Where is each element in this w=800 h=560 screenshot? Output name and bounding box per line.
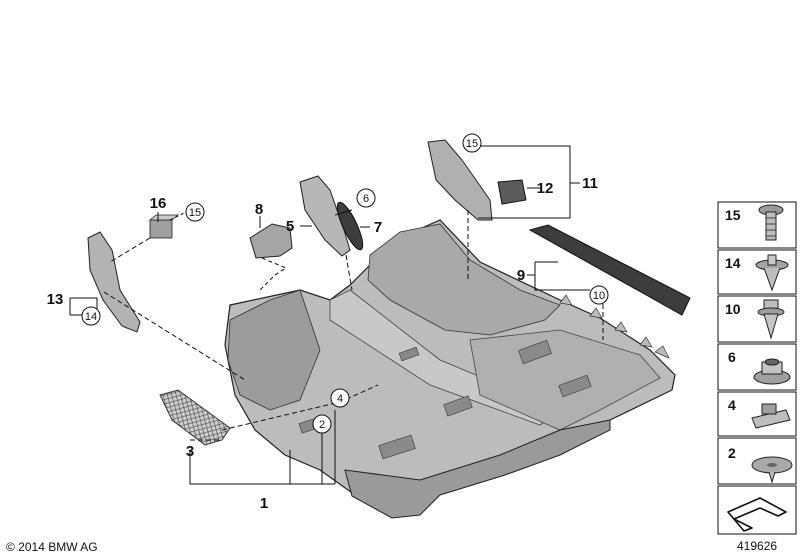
bold-callouts: 1 3 5 7 8 9 11 12 13 16 bbox=[47, 175, 598, 512]
callout-14: 14 bbox=[85, 311, 97, 323]
sidebar-cell-orientation bbox=[717, 485, 797, 535]
callout-3: 3 bbox=[186, 443, 194, 460]
disc-fastener-icon bbox=[751, 456, 793, 484]
callout-circle-15 bbox=[462, 133, 482, 153]
callout-15b: 15 bbox=[189, 207, 201, 219]
callout-circle-2 bbox=[312, 414, 332, 434]
sidebar-label-15: 15 bbox=[725, 207, 741, 223]
callout-8: 8 bbox=[255, 201, 263, 218]
orientation-arrow-icon bbox=[727, 497, 787, 532]
side-panel-part bbox=[299, 175, 351, 257]
callout-circle-4 bbox=[330, 388, 350, 408]
callout-16: 16 bbox=[150, 195, 167, 212]
callout-1: 1 bbox=[260, 495, 268, 512]
sill-strip-part bbox=[528, 224, 691, 316]
floor-carpet bbox=[224, 219, 676, 519]
callout-circle-10 bbox=[589, 285, 609, 305]
diagram-reference-number: 419626 bbox=[737, 539, 778, 553]
callout-circle-15b bbox=[185, 202, 205, 222]
cover-part bbox=[249, 223, 293, 259]
bolt-icon bbox=[758, 204, 784, 241]
sidebar-label-14: 14 bbox=[725, 255, 741, 271]
callout-11: 11 bbox=[582, 175, 598, 192]
sidebar-label-2: 2 bbox=[728, 445, 736, 461]
callout-10: 10 bbox=[593, 290, 605, 302]
callout-12: 12 bbox=[537, 180, 554, 197]
sidebar-label-10: 10 bbox=[725, 301, 741, 317]
sidebar-cell-14: 14 bbox=[717, 249, 797, 295]
circled-numbers: 2 4 14 15 6 15 10 bbox=[85, 138, 605, 431]
callout-circle-6 bbox=[356, 188, 376, 208]
flange-nut-icon bbox=[753, 358, 791, 385]
callout-9: 9 bbox=[517, 267, 525, 284]
sidebar-label-4: 4 bbox=[728, 397, 736, 413]
callout-15: 15 bbox=[466, 138, 478, 150]
sidebar-cell-10: 10 bbox=[717, 295, 797, 343]
callout-2: 2 bbox=[319, 419, 325, 431]
clip-plate-icon bbox=[751, 403, 791, 429]
grommet-part bbox=[336, 201, 364, 251]
sidebar-label-6: 6 bbox=[728, 349, 736, 365]
circled-callouts bbox=[81, 133, 609, 434]
clip-icon bbox=[757, 299, 785, 340]
bracket-insert-part bbox=[497, 179, 527, 205]
pillar-trim-part bbox=[87, 231, 141, 333]
callout-circle-14 bbox=[81, 306, 101, 326]
callout-13: 13 bbox=[47, 291, 64, 308]
fastener-sidebar: 15 14 10 bbox=[717, 201, 797, 535]
sidebar-cell-2: 2 bbox=[717, 437, 797, 485]
sidebar-cell-15: 15 bbox=[717, 201, 797, 249]
copyright-text: © 2014 BMW AG bbox=[6, 540, 98, 554]
callout-7: 7 bbox=[374, 219, 382, 236]
heel-pad-part bbox=[159, 389, 231, 446]
sidebar-cell-6: 6 bbox=[717, 343, 797, 391]
callout-6: 6 bbox=[363, 193, 369, 205]
callout-5: 5 bbox=[286, 218, 294, 235]
callout-4: 4 bbox=[337, 393, 343, 405]
bracket-part bbox=[427, 139, 493, 221]
sidebar-cell-4: 4 bbox=[717, 391, 797, 437]
push-rivet-icon bbox=[755, 254, 789, 292]
clip-block-part bbox=[148, 214, 180, 239]
